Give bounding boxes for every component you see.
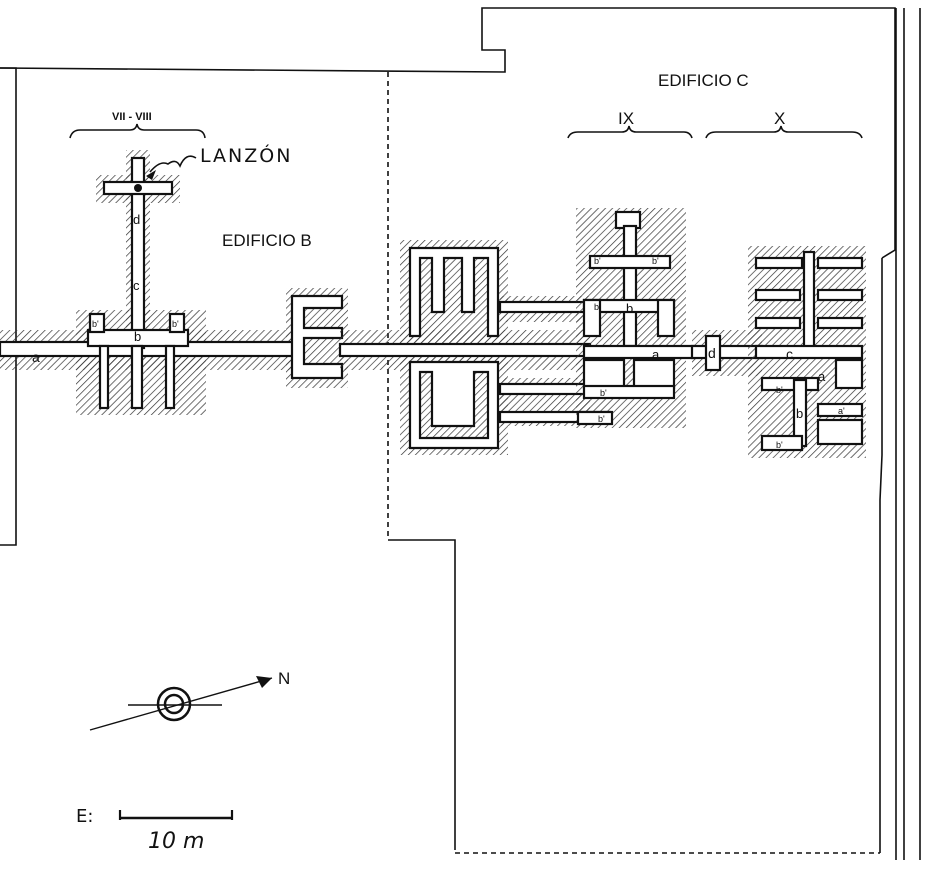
building-outlines — [0, 7, 921, 860]
gallery-a-ix — [582, 344, 696, 360]
letter-a-ix: a — [652, 347, 660, 362]
letter-b1-right: b' — [172, 319, 179, 329]
lanzon-lower-passage-1 — [98, 344, 110, 410]
x-se-room — [816, 418, 864, 446]
letter-d-ix: d — [708, 345, 716, 361]
letter-a1-x: a' — [838, 406, 845, 416]
ix-sw-room — [582, 358, 626, 390]
letter-b1-x-1: b' — [776, 385, 783, 395]
letter-b1-ix-1: b' — [594, 256, 601, 266]
x-room-a1 — [816, 402, 864, 418]
section-ix-galleries — [576, 208, 696, 428]
spiral-galleries — [338, 240, 612, 455]
brace-x — [705, 125, 863, 139]
scale-value: 10 m — [148, 829, 204, 854]
edificio-c-lower-outline — [388, 539, 456, 850]
letter-c-lanzon: c — [133, 278, 140, 293]
top-boundary-line — [0, 7, 896, 259]
niche-d — [704, 334, 722, 372]
letter-b-x: b — [796, 406, 803, 421]
scale-bar — [118, 810, 234, 820]
lanzon-lower-passage-2 — [130, 344, 144, 410]
letter-b1-left: b' — [92, 319, 99, 329]
right-inner-edge — [879, 258, 883, 853]
lanzon-arrowhead-icon — [146, 170, 156, 180]
x-lower-cross-1 — [760, 376, 820, 392]
letter-b1-ix-5: b' — [598, 414, 605, 424]
ix-west-chamber — [582, 298, 602, 338]
spiral-gallery-south — [408, 360, 500, 450]
niche-b1-left — [88, 312, 106, 334]
e-shaped-gallery — [290, 294, 344, 380]
lanzon-pointer-arrow — [149, 155, 197, 173]
letter-b-lanzon: b — [134, 329, 141, 344]
x-room-6 — [816, 316, 864, 330]
brace-ix — [567, 125, 693, 139]
left-building-outline — [0, 67, 17, 546]
section-x-label: X — [774, 109, 785, 128]
letter-b1-ix-4: b' — [600, 388, 607, 398]
ix-se-room — [632, 358, 676, 390]
scale-prefix: E: — [76, 806, 93, 827]
letter-d-lanzon: d — [133, 212, 140, 227]
compass-circle-icon — [156, 686, 192, 722]
lanzon-label: LANZÓN — [200, 143, 292, 167]
north-arrow — [89, 676, 273, 731]
lanzon-gallery-complex — [0, 150, 348, 415]
x-b1-lower-room — [760, 434, 804, 452]
north-arrowhead-icon — [256, 676, 272, 688]
ix-east-chamber — [656, 298, 676, 338]
plan-labels: EDIFICIO B EDIFICIO C LANZÓN VII - VIII … — [76, 71, 785, 854]
x-room-3 — [754, 288, 802, 302]
x-axial-gallery — [802, 250, 816, 354]
letter-c-x: c — [786, 346, 793, 362]
section-x-galleries — [748, 246, 866, 458]
lanzon-monolith-mark — [134, 184, 142, 192]
x-room-4 — [816, 288, 864, 302]
brace-vii-viii — [69, 123, 206, 139]
letter-b1-x-2: b' — [776, 440, 783, 450]
lanzon-lower-passage-3 — [164, 344, 176, 410]
letter-a-x: a — [818, 369, 826, 384]
letter-b1-ix-2: b' — [652, 256, 659, 266]
x-room-a — [834, 358, 864, 390]
spiral-gallery-north — [408, 246, 500, 338]
x-room-2 — [816, 256, 864, 270]
edificio-b-label: EDIFICIO B — [222, 231, 312, 250]
north-label: N — [278, 669, 290, 688]
section-vii-viii-label: VII - VIII — [112, 111, 152, 123]
section-ix-label: IX — [618, 109, 634, 128]
x-room-5 — [754, 316, 802, 330]
niche-b1-right — [168, 312, 186, 334]
ix-b1-lower-niche — [576, 410, 614, 426]
gallery-letters: a b b' b' c d a b b' b' b' b' b' d c a a… — [32, 212, 845, 450]
ix-upper-cross — [588, 254, 672, 270]
gallery-c-x — [754, 344, 864, 360]
ix-lower-cross — [582, 384, 676, 400]
letter-b-ix: b — [626, 301, 633, 316]
edificio-c-label: EDIFICIO C — [658, 71, 749, 90]
letter-a-west: a — [32, 349, 40, 365]
ix-axial-gallery — [622, 224, 638, 348]
letter-b1-ix-3: b' — [594, 302, 601, 312]
connecting-corridor — [338, 342, 592, 358]
section-braces — [69, 123, 863, 139]
x-room-1 — [754, 256, 804, 270]
